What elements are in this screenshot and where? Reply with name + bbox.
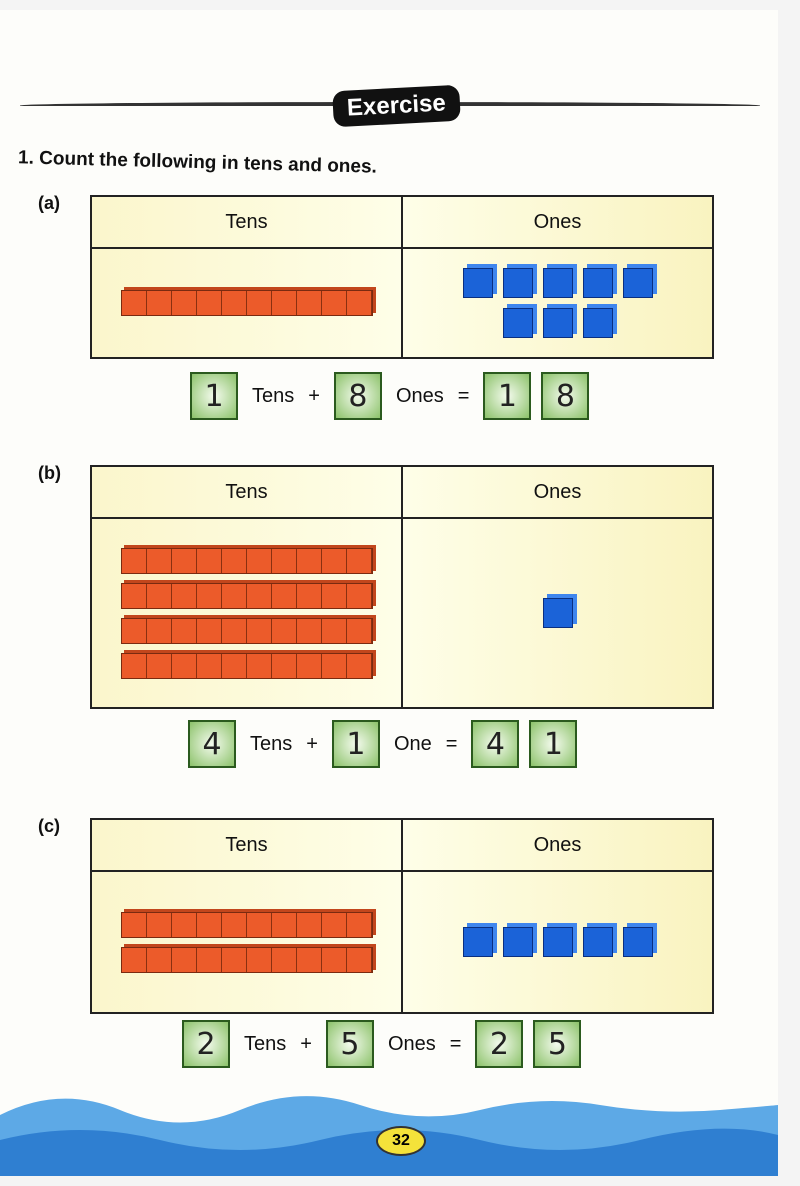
ones-header: Ones (401, 197, 712, 247)
textbook-page: Exercise 1. Count the following in tens … (0, 10, 778, 1176)
ten-rod (120, 652, 373, 679)
one-cube (622, 927, 653, 957)
one-cube (542, 308, 573, 338)
ones-answer-box[interactable]: 1 (331, 720, 380, 768)
plus-sign: + (300, 1032, 312, 1055)
tens-rods (120, 290, 373, 316)
one-cube (582, 308, 613, 338)
question-text: 1. Count the following in tens and ones. (17, 147, 378, 178)
one-cube (582, 927, 613, 957)
ten-rod (120, 290, 373, 316)
ten-rod (120, 911, 373, 938)
tens-word: Tens (250, 732, 293, 755)
one-cube (542, 598, 573, 628)
one-cube (622, 268, 653, 298)
one-cube (502, 308, 533, 338)
tens-word: Tens (252, 384, 295, 407)
ten-rod (120, 547, 373, 574)
total-tens-box[interactable]: 1 (483, 372, 532, 420)
ones-word: Ones (387, 1032, 436, 1055)
tens-rods (120, 547, 373, 679)
ones-word: One (393, 732, 432, 755)
exercise-title: Exercise (332, 84, 461, 128)
ten-rod (120, 582, 373, 609)
tens-header: Tens (225, 480, 268, 503)
ten-rod (120, 617, 373, 644)
total-ones-box[interactable]: 5 (533, 1020, 582, 1068)
total-tens-box[interactable]: 4 (471, 720, 520, 768)
tens-word: Tens (244, 1032, 287, 1055)
one-cube (502, 927, 533, 957)
ones-cubes (448, 598, 668, 628)
ones-answer-box[interactable]: 5 (325, 1020, 374, 1068)
plus-sign: + (308, 384, 320, 407)
equation: 1 Tens + 8 Ones = 1 8 (190, 372, 590, 420)
total-ones-box[interactable]: 1 (529, 720, 578, 768)
one-cube (542, 268, 573, 298)
ten-rod (120, 946, 373, 973)
tens-header: Tens (225, 833, 268, 856)
ones-header: Ones (401, 820, 712, 870)
tens-ones-table: Tens Ones (90, 818, 714, 1014)
ones-answer-box[interactable]: 8 (333, 372, 382, 420)
equals-sign: = (445, 732, 458, 755)
tens-ones-table: Tens Ones (90, 465, 714, 709)
tens-rods (120, 911, 373, 973)
ones-word: Ones (395, 384, 444, 407)
total-ones-box[interactable]: 8 (541, 372, 590, 420)
page-number: 32 (376, 1126, 426, 1156)
equals-sign: = (449, 1032, 462, 1055)
problem-label: (c) (38, 816, 60, 836)
ones-cubes (448, 927, 668, 957)
equals-sign: = (457, 384, 470, 407)
one-cube (462, 927, 493, 957)
tens-header: Tens (225, 210, 268, 233)
tens-answer-box[interactable]: 1 (190, 372, 238, 420)
total-tens-box[interactable]: 2 (475, 1020, 524, 1068)
ones-cubes (448, 268, 668, 338)
tens-answer-box[interactable]: 4 (188, 720, 236, 768)
one-cube (502, 268, 533, 298)
one-cube (542, 927, 573, 957)
equation: 2 Tens + 5 Ones = 2 5 (182, 1020, 582, 1068)
problem-label: (b) (38, 463, 61, 483)
equation: 4 Tens + 1 One = 4 1 (188, 720, 578, 768)
ones-header: Ones (401, 467, 712, 517)
tens-answer-box[interactable]: 2 (182, 1020, 230, 1068)
problem-label: (a) (38, 193, 60, 213)
plus-sign: + (306, 732, 318, 755)
tens-ones-table: Tens Ones (90, 195, 714, 359)
one-cube (582, 268, 613, 298)
one-cube (462, 268, 493, 298)
